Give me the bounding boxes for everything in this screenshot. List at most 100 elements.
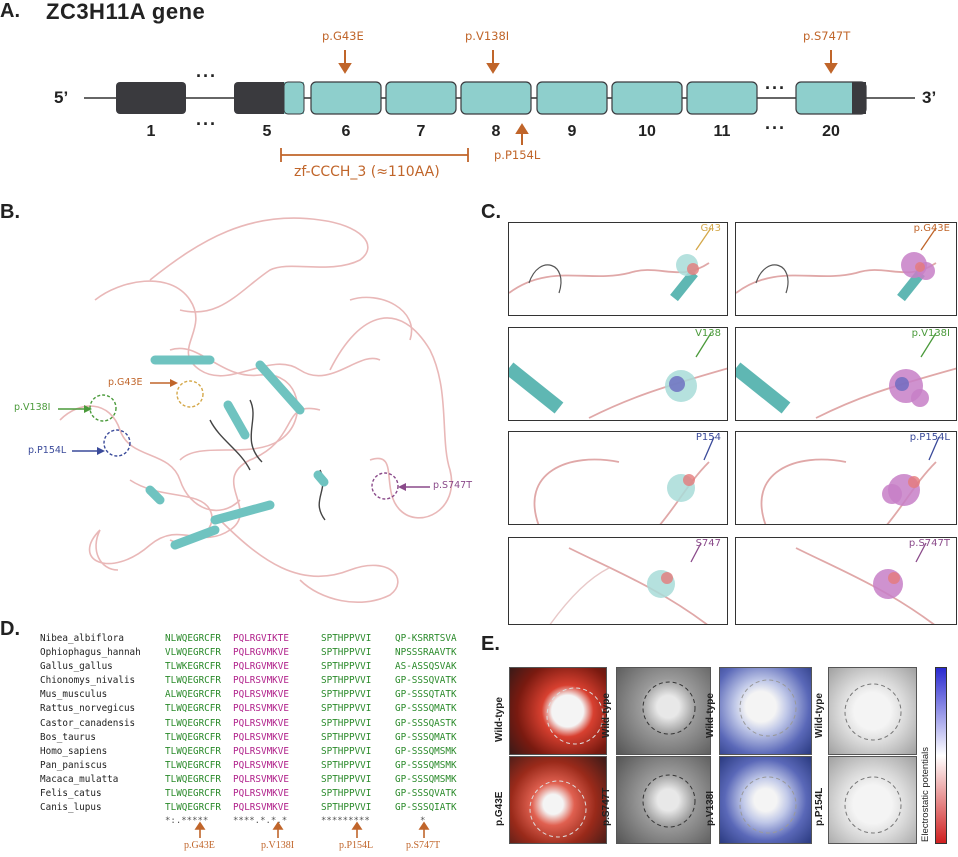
c-label-p154: P154 [695,432,721,443]
variant-label-p154l: p.P154L [494,148,541,162]
alignment-row: VLWQEGRCFR [165,647,221,659]
c-mut-v138i: p.V138I [735,327,957,421]
panel-d-label: D. [0,618,20,640]
panel-e-label: E. [481,633,500,655]
exon-10 [611,81,683,115]
p154-site-marker [103,429,131,457]
alignment-row: TLWQEGRCFR [165,717,221,729]
panel-a-label: A. [0,0,20,22]
d-label-v138i: p.V138I [261,840,295,851]
alignment-row: SPTHPPVVI [321,661,372,673]
exon-label-10: 10 [638,123,656,140]
alignment-row: SPTHPPVVI [321,731,372,743]
exon-8 [460,81,532,115]
alignment-row: TLWQEGRCFR [165,703,221,715]
alignment-row: SPTHPPVVI [321,717,372,729]
c-label-p-s747t: p.S747T [908,538,950,549]
b-label-p154l: p.P154L [28,445,67,456]
species-list: Nibea_albiflora Ophiophagus_hannah Gallu… [40,632,141,815]
d-label-p154l: p.P154L [339,840,374,851]
alignment-row: AS-ASSQSVAK [395,661,457,673]
alignment-row: SPTHPPVVI [321,633,372,644]
b-label-s747t: p.S747T [433,480,473,491]
species-row: Chionomys_nivalis [40,675,136,687]
e-surface-mut-p154l [828,756,917,844]
alignment-row: SPTHPPVVI [321,759,372,771]
c-arrows [690,227,940,563]
variant-label-s747t: p.S747T [803,29,851,43]
e-surface-mut-s747t [616,756,711,844]
alignment-block-3: SPTHPPVVI SPTHPPVVI SPTHPPVVI SPTHPPVVI SPTH… [321,632,371,815]
exon-1 [116,82,186,114]
three-prime-label: 3’ [922,88,937,107]
alignment-row: SPTHPPVVI [321,802,372,814]
exon-11 [686,81,758,115]
alignment-row: GP-SSSQMSMK [395,759,457,771]
ellipsis-1: ··· [196,66,217,86]
alignment-row: PQLRSVMKVE [233,759,289,771]
alignment-row: PQLRSVMKVE [233,675,289,687]
species-row: Ophiophagus_hannah [40,647,141,659]
d-variant-arrows [194,821,430,838]
panel-c-label: C. [481,201,501,223]
c-mut-p154l: p.P154L [735,431,957,525]
alignment-row: PQLRSVMKVE [233,717,289,729]
exon-label-7: 7 [416,123,426,140]
s747-site-marker [371,472,399,500]
e-surface-wt-g43 [509,667,607,755]
alignment-row: GP-SSSQVATK [395,788,457,800]
species-row: Bos_taurus [40,731,96,743]
alignment-row: SPTHPPVVI [321,745,372,757]
panel-b-label: B. [0,201,20,223]
ellipsis-2: ··· [196,114,217,134]
exon-label-8: 8 [491,123,501,140]
c-mut-s747t: p.S747T [735,537,957,625]
c-label-p-v138i: p.V138I [911,328,950,339]
species-row: Castor_canadensis [40,717,136,729]
alignment-row: ALWQEGRCFR [165,689,221,701]
ellipsis-3: ··· [765,78,786,98]
alignment-row: PQLRGVMKVE [233,661,289,673]
e-surface-mut-g43e [509,756,607,844]
exon-9 [536,81,608,115]
colorbar [935,667,947,844]
alignment-row: GP-SSSQTATK [395,689,457,701]
alignment-row: SPTHPPVVI [321,703,372,715]
alignment-row: GP-SSSQMATK [395,703,457,715]
c-wt-p154: P154 [508,431,728,525]
alignment-row: PQLRSVMKVE [233,788,289,800]
alignment-row: PQLRSVMKVE [233,731,289,743]
variant-label-g43e: p.G43E [322,29,364,43]
conservation-3: ********* [321,816,370,826]
e-surface-wt-s747 [616,667,711,755]
alignment-row: QP-KSRRTSVA [395,633,457,644]
alignment-row: GP-SSSQVATK [395,675,457,687]
e-label-g43e: p.G43E [494,791,505,826]
ellipsis-4: ··· [765,118,786,138]
e-label-wt-3: Wild-type [705,693,716,738]
g43-site-marker [176,380,204,408]
e-surface-wt-p154 [828,667,917,755]
species-row: Canis_lupus [40,802,102,814]
d-label-g43e: p.G43E [184,840,215,851]
exon-label-9: 9 [567,123,577,140]
exon-label-6: 6 [341,123,351,140]
c-label-v138: V138 [695,328,721,339]
alignment-row: GP-SSSQMSMK [395,773,457,785]
five-prime-label: 5’ [54,88,69,107]
c-label-p-g43e: p.G43E [913,223,950,234]
alignment-row: PQLRSVMKVE [233,745,289,757]
alignment-row: GP-SSSQASTK [395,717,457,729]
protein-structure-image [58,217,453,603]
species-row: Rattus_norvegicus [40,703,136,715]
c-wt-v138: V138 [508,327,728,421]
alignment-row: SPTHPPVVI [321,675,372,687]
e-label-wt-4: Wild-type [814,693,825,738]
alignment-row: PQLRSVMKVE [233,703,289,715]
alignment-row: GP-SSSQIATK [395,802,457,814]
species-row: Macaca_mulatta [40,773,119,785]
c-mut-g43e: p.G43E [735,222,957,316]
variant-label-v138i: p.V138I [465,29,510,43]
species-row: Mus_musculus [40,689,108,701]
